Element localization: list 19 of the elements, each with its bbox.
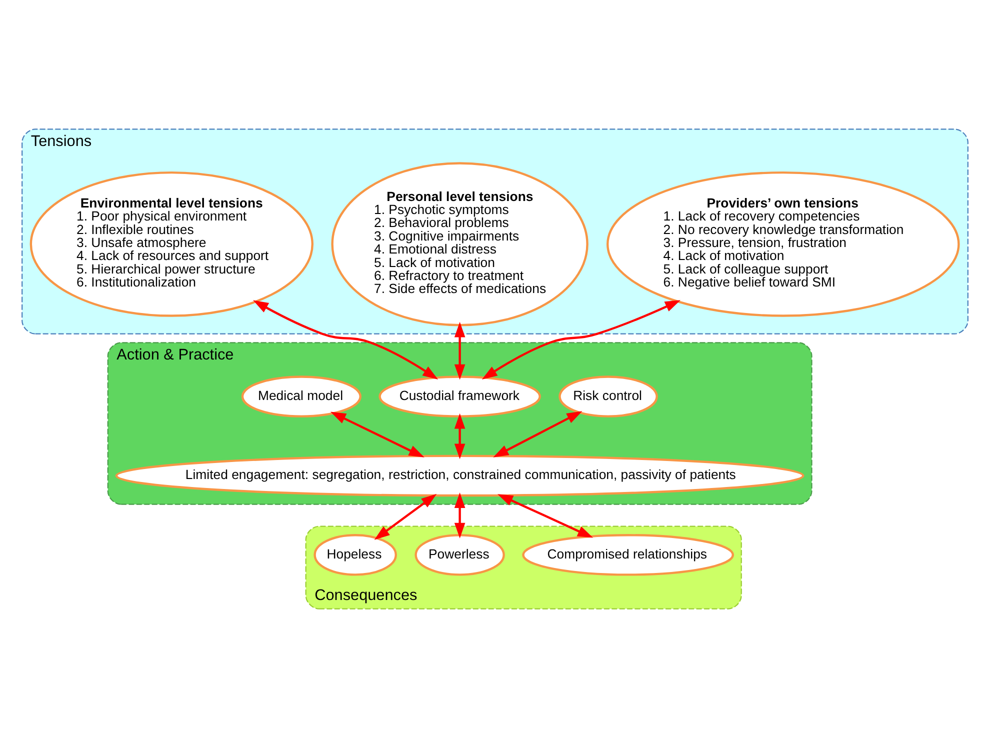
node-ellipse: Custodial framework [378,375,541,417]
node-ellipse: Hopeless [314,534,397,576]
arrow [454,492,466,538]
node-ellipse: Personal level tensions 1. Psychotic symptoms 2. Behavioral problems 3. Cognitive impairments 4. Emotional distress 5. Lack of motivation 6. Refractory to treatment 7. Side effects of medications [331,162,588,326]
node-ellipse: Powerless [414,534,505,576]
node-ellipse: Environmental level tensions 1. Poor physical environment 2. Inflexible routines 3. Unsafe atmosphere 4. Lack of resources and support 5. Hierarchical power structure 6. Institutionalization [30,170,314,316]
arrow [454,412,466,459]
node-ellipse: Compromised relationships [522,534,734,576]
arrow [253,300,438,379]
node-ellipse: Medical model [241,375,362,417]
node-ellipse: Risk control [558,375,658,417]
node-ellipse: Limited engagement: segregation, restriction, constrained communication, passivity of patients [115,454,804,496]
arrow [454,321,466,380]
arrow [493,410,582,457]
arrow [330,411,424,457]
arrow [482,300,680,380]
arrow [374,493,437,540]
node-ellipse: Providers’ own tensions 1. Lack of recovery competencies 2. No recovery knowledge transformation 3. Pressure, tension, frustration 4. Lack of motivation 5. Lack of colleague support 6. Negative belief toward SMI [606,170,960,316]
arrow [498,494,594,538]
